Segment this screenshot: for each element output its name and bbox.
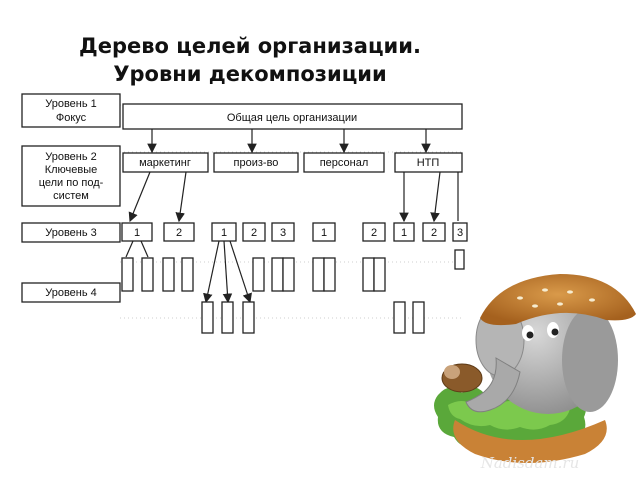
level-4-label: Уровень 4 bbox=[21, 282, 121, 303]
subsystem-label: маркетинг bbox=[139, 157, 191, 169]
subsystem-personnel: персонал bbox=[303, 152, 385, 173]
node-label: 2 bbox=[176, 227, 182, 239]
node-label: 1 bbox=[221, 227, 227, 239]
node-label: 3 bbox=[280, 227, 286, 239]
level-3-node: 3 bbox=[452, 222, 468, 242]
level-3-node: 1 bbox=[312, 222, 336, 242]
node-label: 2 bbox=[431, 227, 437, 239]
level-1-desc: Фокус bbox=[56, 112, 87, 124]
node-label: 1 bbox=[321, 227, 327, 239]
level-3-node: 2 bbox=[242, 222, 266, 242]
subsystem-ntp: НТП bbox=[394, 152, 463, 173]
level-3-name: Уровень 3 bbox=[45, 227, 97, 239]
level-3-label: Уровень 3 bbox=[21, 222, 121, 243]
level-1-label: Уровень 1 Фокус bbox=[21, 93, 121, 128]
root-goal-label: Общая цель организации bbox=[227, 112, 357, 124]
level-3-node: 1 bbox=[211, 222, 237, 242]
node-label: 1 bbox=[401, 227, 407, 239]
level-2-desc-1: Ключевые bbox=[45, 164, 98, 176]
subsystem-marketing: маркетинг bbox=[122, 152, 209, 173]
level-2-label: Уровень 2 Ключевые цели по под- систем bbox=[21, 145, 121, 207]
root-goal: Общая цель организации bbox=[122, 103, 463, 130]
level-3-node: 2 bbox=[422, 222, 446, 242]
node-label: 2 bbox=[371, 227, 377, 239]
level-3-node: 3 bbox=[271, 222, 295, 242]
level-3-node: 1 bbox=[121, 222, 153, 242]
watermark-text: Nadisdam.ru bbox=[480, 454, 580, 472]
level-3-node: 2 bbox=[362, 222, 386, 242]
level-1-name: Уровень 1 bbox=[45, 98, 97, 110]
node-label: 1 bbox=[134, 227, 140, 239]
subsystem-label: НТП bbox=[417, 157, 440, 169]
node-label: 3 bbox=[457, 227, 463, 239]
level-3-node: 2 bbox=[163, 222, 195, 242]
page-title-line-2: Уровни декомпозиции bbox=[113, 62, 387, 86]
level-2-desc-3: систем bbox=[53, 190, 89, 202]
subsystem-production: произ-во bbox=[213, 152, 299, 173]
level-3-node: 1 bbox=[393, 222, 415, 242]
subsystem-label: произ-во bbox=[234, 157, 279, 169]
level-4-boxes-lower bbox=[201, 301, 425, 334]
elephant-burger-illustration: Nadisdam.ru bbox=[434, 274, 636, 472]
level-4-boxes-upper bbox=[121, 249, 465, 292]
level-2-name: Уровень 2 bbox=[45, 151, 97, 163]
subsystem-label: персонал bbox=[320, 157, 369, 169]
node-label: 2 bbox=[251, 227, 257, 239]
page-title-line-1: Дерево целей организации. bbox=[79, 34, 421, 58]
level-2-desc-2: цели по под- bbox=[39, 177, 104, 189]
level-4-name: Уровень 4 bbox=[45, 287, 97, 299]
